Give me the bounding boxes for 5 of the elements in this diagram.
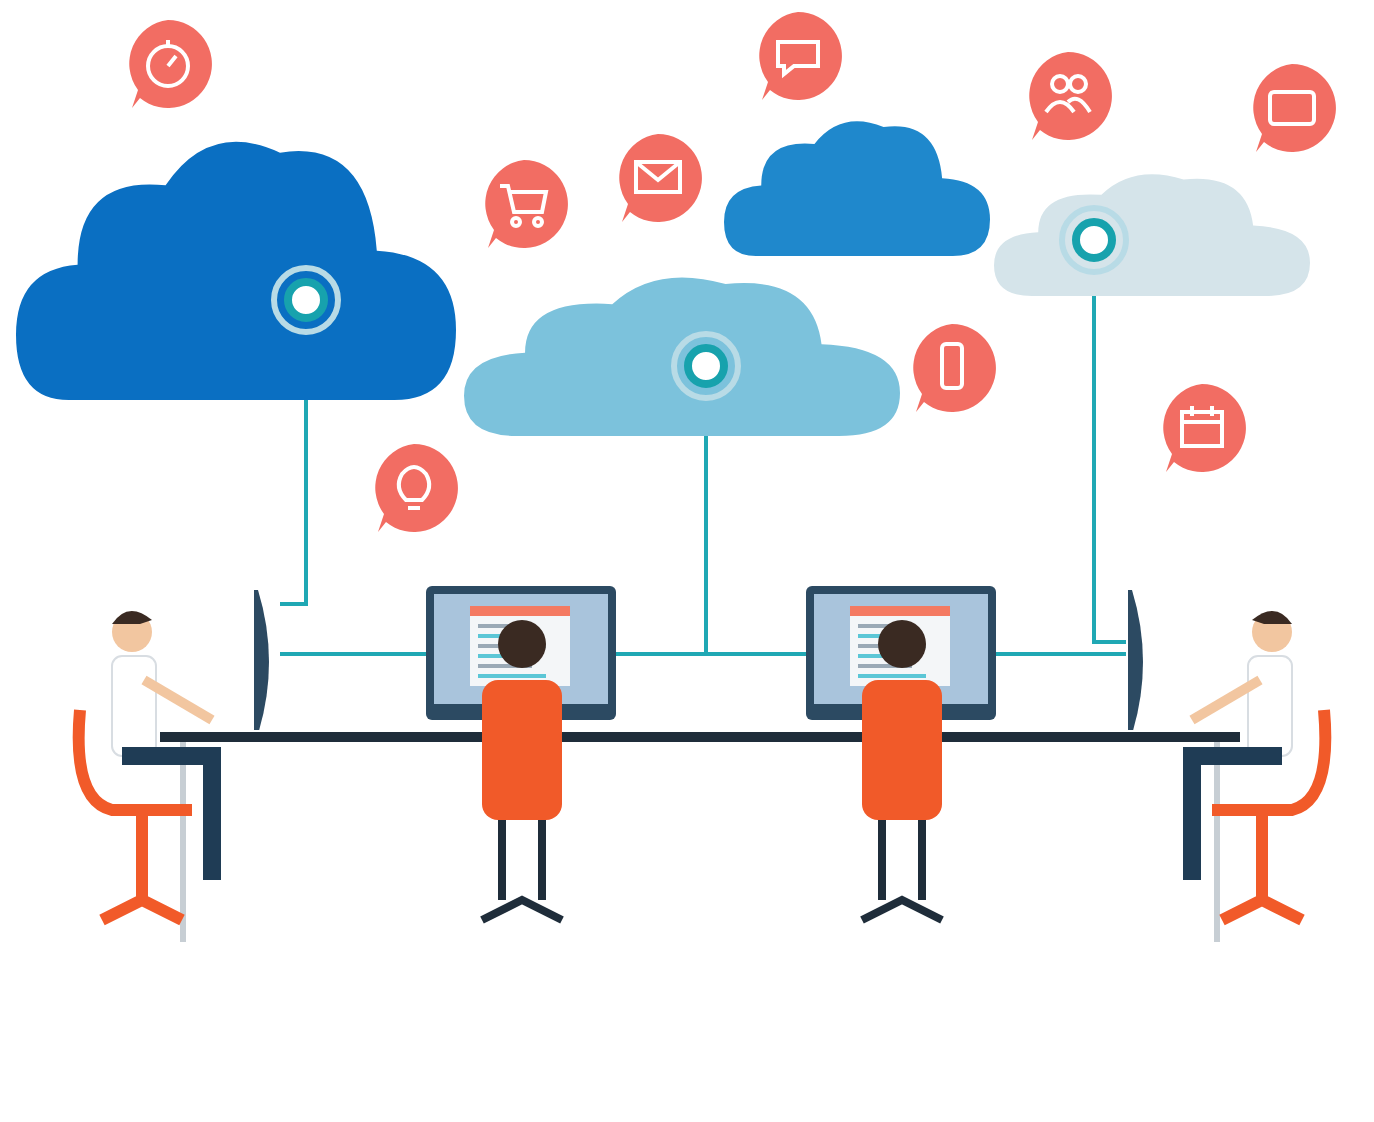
connector-line (280, 652, 426, 656)
connector-line (1092, 296, 1126, 644)
connector-line (996, 652, 1126, 656)
connector-line (704, 436, 806, 656)
connector-line (280, 400, 308, 606)
